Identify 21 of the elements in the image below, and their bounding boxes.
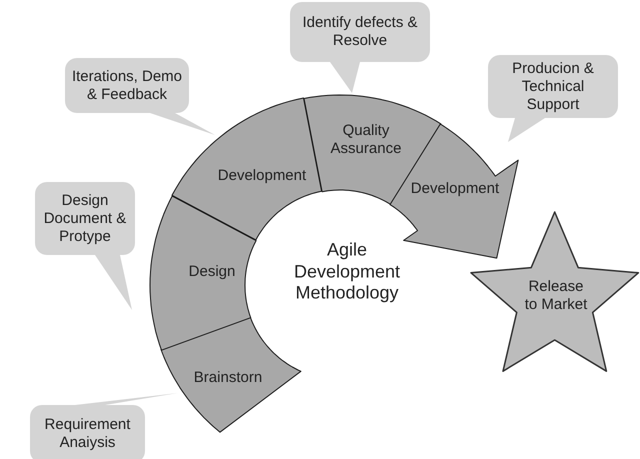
callout-text: Producion & Technical Support: [511, 60, 595, 114]
star-shape: [471, 212, 639, 372]
segment-label: Development: [410, 180, 500, 198]
callout-text: Design Document & Protype: [42, 192, 128, 246]
arc-segment: [150, 196, 256, 350]
segment-label: Brainstorn: [192, 368, 264, 387]
callout-text: Iterations, Demo & Feedback: [70, 68, 184, 104]
arc-segment: [172, 98, 322, 240]
callout-text: Requirement Anaiysis: [44, 416, 132, 452]
speech-bubble: [35, 182, 135, 310]
speech-bubble: [290, 2, 430, 93]
speech-bubble: [488, 55, 618, 142]
segment-label: Quality Assurance: [330, 122, 402, 158]
callout-text: Identify defects & Resolve: [301, 14, 419, 50]
star-label: Release to Market: [524, 278, 588, 314]
segment-label: Development: [216, 166, 308, 185]
segment-label: Design: [188, 262, 236, 281]
speech-bubble: [30, 393, 178, 459]
speech-bubble: [65, 58, 215, 135]
center-title: Agile Development Methodology: [292, 240, 402, 304]
arc-segment: [161, 317, 302, 433]
